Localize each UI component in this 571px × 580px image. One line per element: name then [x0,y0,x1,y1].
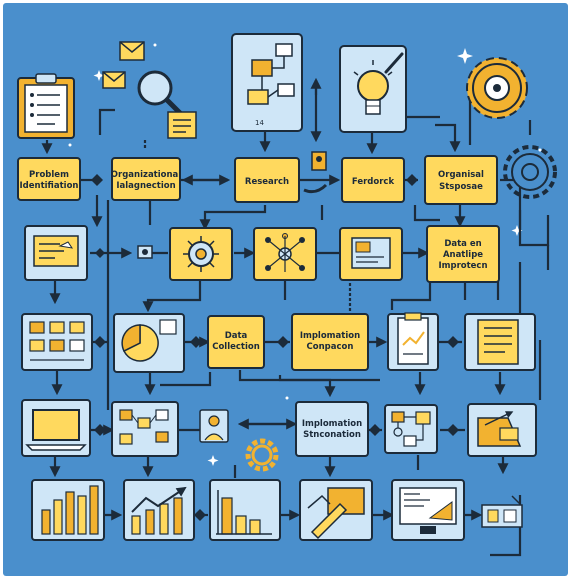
node-label: Conpacon [307,342,354,352]
node-label: Organisal [438,170,484,180]
node-problem-identification: Problem Identifiation [17,157,81,201]
clipboard-icon [17,73,75,139]
blocks-icon [111,401,179,457]
sparkle-decorations [68,43,542,466]
gear-icon [466,57,528,119]
flowchart-badge: 14 [255,119,264,127]
node-label: Ferdorck [352,177,395,187]
node-label: Identifiation [20,181,79,191]
node-label: Stnconation [303,430,361,440]
node-organizational-alignment: Organizational Ialagnection [111,157,181,201]
connector-lines [41,77,550,557]
node-label: Ialagnection [116,181,175,191]
person-icon [303,151,328,194]
node-label: Organizational [111,170,181,180]
network-icon [253,227,317,281]
junction-diamonds [91,174,459,521]
node-label: Collection [212,342,260,352]
bar-chart-icon [31,479,105,541]
node-implementation-component: Implomation Conpacon [291,313,369,371]
connector-node-icon [137,245,153,259]
presentation-icon [24,225,88,281]
pie-chart-icon [113,313,185,373]
node-label: Implomation [302,419,362,429]
laptop-icon [21,399,91,457]
checklist-icon [387,312,439,371]
node-research: Research [234,157,300,203]
node-label: Problem [29,170,69,180]
lightbulb-icon [339,45,407,133]
node-label: Data [225,331,248,341]
dashboard-icon [21,313,93,371]
gear-icon [503,145,557,199]
node-data-analytic-improvement: Data en Anatlipe Improtecn [426,225,500,283]
person-icon [199,409,229,443]
node-label: Data en [444,239,481,249]
growth-chart-icon [467,403,537,457]
gear-icon [245,438,279,472]
node-feedback: Ferdorck [341,157,405,203]
process-box-icon [481,495,523,528]
node-implementation-stakeholder: Implomation Stnconation [295,401,369,457]
flow-nodes-icon [384,404,438,454]
flowchart-icon: 14 [231,33,303,132]
chart-icon [339,227,403,281]
line-chart-icon [123,479,195,541]
node-label: Improtecn [438,261,487,271]
bar-chart-icon [209,479,281,541]
node-label: Stsposae [439,182,483,192]
node-data-collection: Data Collection [207,315,265,369]
document-icon [167,111,197,139]
envelope-icon [102,41,145,89]
node-label: Anatlipe [443,250,483,260]
target-icon [169,227,233,281]
node-organisational-response: Organisal Stsposae [424,155,498,205]
monitor-icon [391,479,465,541]
node-label: Implomation [300,331,360,341]
document-list-icon [464,313,536,371]
pencil-icon [299,479,373,541]
node-label: Research [245,177,289,187]
